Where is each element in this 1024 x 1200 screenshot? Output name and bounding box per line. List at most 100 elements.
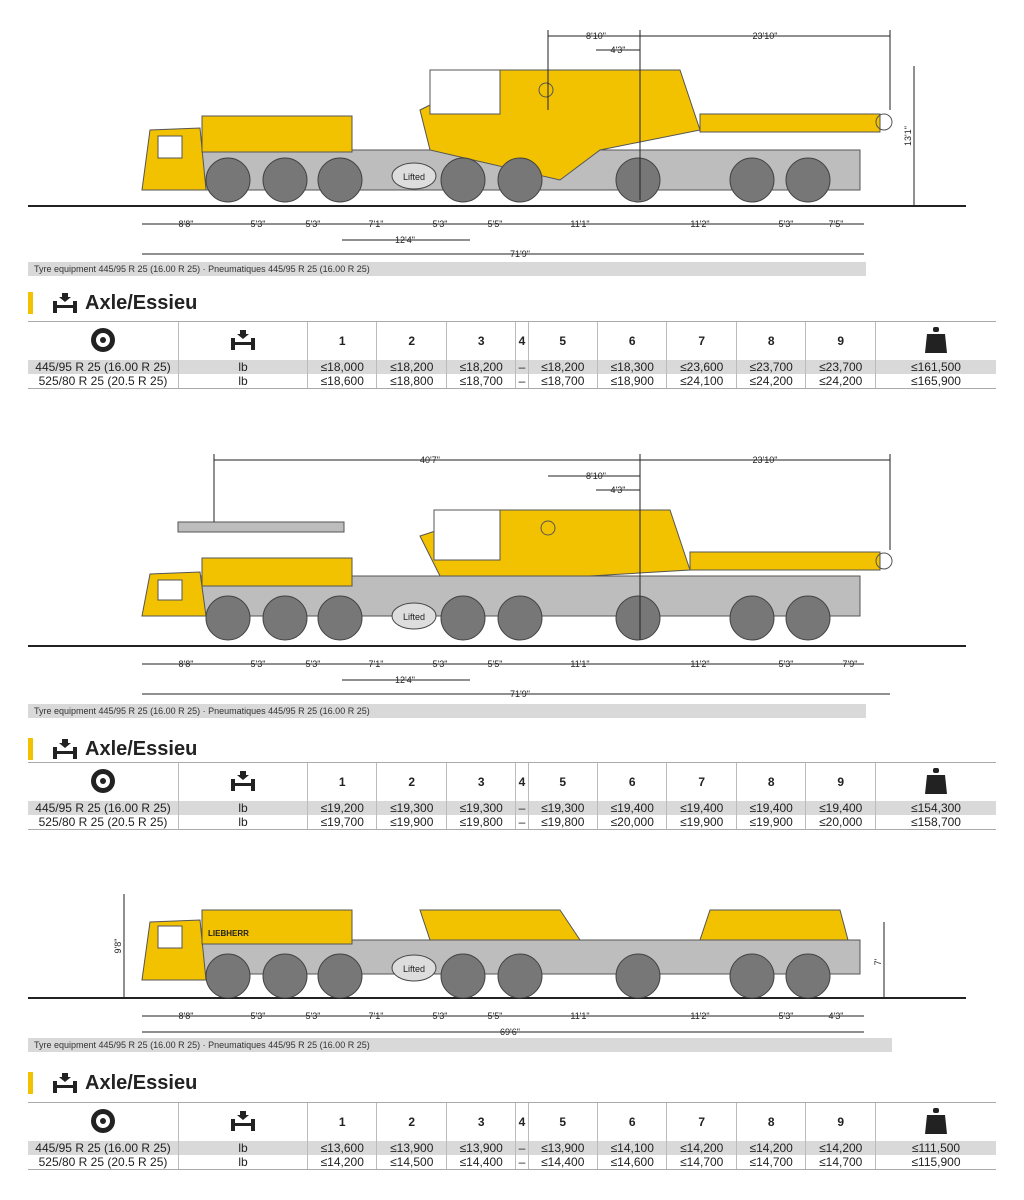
- axle-icon: [53, 739, 77, 759]
- tyre-column-header: [28, 762, 179, 801]
- value-cell: ≤14,700: [735, 1155, 806, 1170]
- dim-bottom-2: 5'3": [251, 659, 266, 669]
- value-cell: ≤23,600: [666, 360, 737, 374]
- dim-bottom-7: 11'1": [570, 219, 589, 229]
- dim-bottom-5: 5'3": [433, 1011, 448, 1021]
- value-cell: ≤13,900: [445, 1141, 516, 1155]
- axle-header-9: 9: [805, 762, 876, 801]
- axle-header-3: 3: [445, 762, 516, 801]
- unit-cell: lb: [178, 1155, 308, 1170]
- axle-header-1: 1: [306, 321, 377, 360]
- total-cell: ≤115,900: [875, 1155, 996, 1170]
- value-cell: ≤19,400: [735, 801, 806, 815]
- accent-bar: [28, 1072, 33, 1094]
- axle-header-6: 6: [596, 1102, 667, 1141]
- value-cell: ≤19,700: [306, 815, 377, 830]
- value-cell: ≤23,700: [735, 360, 806, 374]
- tyre-icon: [91, 1108, 115, 1133]
- total-cell: ≤111,500: [875, 1141, 996, 1155]
- value-cell: ≤14,600: [596, 1155, 667, 1170]
- value-cell: ≤14,200: [306, 1155, 377, 1170]
- dim-bottom-4: 7'1": [369, 219, 384, 229]
- value-cell: ≤24,100: [666, 374, 737, 389]
- tyre-cell: 445/95 R 25 (16.00 R 25): [28, 360, 179, 374]
- value-cell: ≤19,900: [376, 815, 447, 830]
- axle-header-9: 9: [805, 1102, 876, 1141]
- table-row: 525/80 R 25 (20.5 R 25) lb ≤18,600 ≤18,8…: [28, 374, 996, 389]
- dim-sub: 12'4": [395, 675, 415, 685]
- lifted-label: Lifted: [403, 964, 425, 974]
- value-cell: ≤19,400: [596, 801, 667, 815]
- value-cell: ≤20,000: [805, 815, 876, 830]
- table-row: 525/80 R 25 (20.5 R 25) lb ≤19,700 ≤19,9…: [28, 815, 996, 830]
- value-cell: ≤14,700: [805, 1155, 876, 1170]
- section-2: Lifted 40'7" 23'10" 8'10" 4'3" 8'8" 5'3"…: [0, 440, 1024, 840]
- value-cell: ≤13,900: [376, 1141, 447, 1155]
- dim-top-1: 8'10": [586, 471, 606, 481]
- axle-header-8: 8: [735, 762, 806, 801]
- dim-top-2: 23'10": [753, 455, 778, 465]
- tyre-note: Tyre equipment 445/95 R 25 (16.00 R 25) …: [28, 262, 866, 276]
- dim-bottom-9: 5'3": [779, 1011, 794, 1021]
- tyre-note: Tyre equipment 445/95 R 25 (16.00 R 25) …: [28, 704, 866, 718]
- value-cell: ≤19,300: [445, 801, 516, 815]
- dims-drawing-3: 8'8" 5'3" 5'3" 7'1" 5'3" 5'5" 11'1" 11'2…: [142, 1011, 864, 1037]
- dim-bottom-10: 4'3": [829, 1011, 844, 1021]
- axle-table: 1 2 3 4 5 6 7 8 9 445/95 R 25 (16.00 R 2…: [28, 321, 996, 389]
- accent-bar: [28, 292, 33, 314]
- dim-bottom-1: 8'8": [179, 219, 194, 229]
- axle-icon: [231, 1110, 255, 1131]
- value-cell: ≤19,400: [805, 801, 876, 815]
- lifted-label: Lifted: [403, 612, 425, 622]
- value-cell: ≤20,000: [596, 815, 667, 830]
- dim-height-left: 9'8": [113, 939, 123, 954]
- value-cell: ≤14,200: [805, 1141, 876, 1155]
- value-cell: ≤18,900: [596, 374, 667, 389]
- tyre-column-header: [28, 321, 179, 360]
- axle-icon: [53, 1073, 77, 1093]
- axle-header-2: 2: [376, 1102, 447, 1141]
- dim-bottom-5: 5'3": [433, 219, 448, 229]
- value-cell: –: [515, 1155, 528, 1170]
- lifted-label: Lifted: [403, 172, 425, 182]
- value-cell: ≤19,300: [376, 801, 447, 815]
- weight-column-header: [875, 762, 996, 801]
- value-cell: ≤14,500: [376, 1155, 447, 1170]
- unit-cell: lb: [178, 815, 308, 830]
- tyre-cell: 525/80 R 25 (20.5 R 25): [28, 374, 179, 389]
- value-cell: ≤14,700: [666, 1155, 737, 1170]
- value-cell: ≤23,700: [805, 360, 876, 374]
- dim-bottom-9: 5'3": [779, 659, 794, 669]
- total-cell: ≤158,700: [875, 815, 996, 830]
- table-row: 445/95 R 25 (16.00 R 25) lb ≤19,200 ≤19,…: [28, 801, 996, 815]
- value-cell: ≤18,800: [376, 374, 447, 389]
- tyre-note: Tyre equipment 445/95 R 25 (16.00 R 25) …: [28, 1038, 892, 1052]
- axle-header-8: 8: [735, 1102, 806, 1141]
- axle-icon: [231, 770, 255, 791]
- unit-cell: lb: [178, 374, 308, 389]
- unit-cell: lb: [178, 1141, 308, 1155]
- dim-bottom-10: 7'9": [843, 659, 858, 669]
- value-cell: ≤18,700: [527, 374, 598, 389]
- axle-header-5: 5: [527, 1102, 598, 1141]
- value-cell: ≤19,400: [666, 801, 737, 815]
- dim-bottom-6: 5'5": [488, 1011, 503, 1021]
- dim-bottom-4: 7'1": [369, 1011, 384, 1021]
- value-cell: ≤18,700: [445, 374, 516, 389]
- axle-title: Axle/Essieu: [85, 291, 198, 314]
- dim-bottom-7: 11'1": [570, 659, 589, 669]
- axle-header-7: 7: [666, 1102, 737, 1141]
- tyre-cell: 525/80 R 25 (20.5 R 25): [28, 1155, 179, 1170]
- dim-sub: 12'4": [395, 235, 415, 245]
- weight-icon: [925, 326, 947, 353]
- axle-title: Axle/Essieu: [85, 737, 198, 760]
- dim-top-2: 23'10": [753, 31, 778, 41]
- dim-total: 71'9": [510, 689, 530, 699]
- weight-icon: [925, 767, 947, 794]
- value-cell: –: [515, 801, 528, 815]
- crane-drawing-2: Lifted 40'7" 23'10" 8'10" 4'3" 8'8" 5'3"…: [28, 454, 966, 699]
- value-cell: ≤18,600: [306, 374, 377, 389]
- dim-bottom-1: 8'8": [179, 659, 194, 669]
- axle-table: 1 2 3 4 5 6 7 8 9 445/95 R 25 (16.00 R 2…: [28, 1102, 996, 1170]
- axle-header-8: 8: [735, 321, 806, 360]
